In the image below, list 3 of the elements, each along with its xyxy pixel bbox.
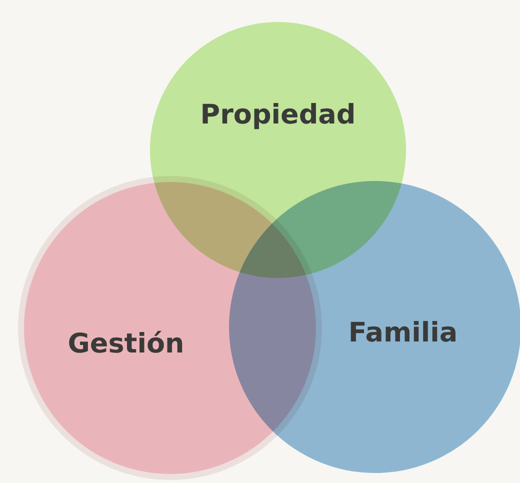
circle-label: Gestión <box>68 328 184 360</box>
circle-label: Propiedad <box>200 100 356 130</box>
circle-label: Familia <box>348 318 458 348</box>
